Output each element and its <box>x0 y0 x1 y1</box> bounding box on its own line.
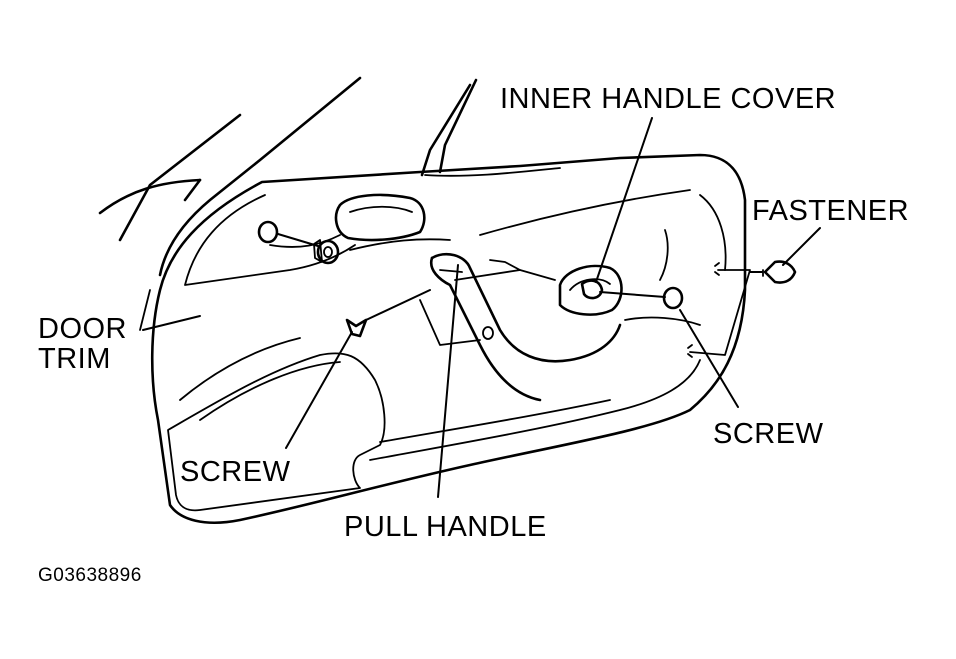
left-screw-shape <box>345 289 431 338</box>
label-inner-handle-cover: INNER HANDLE COVER <box>500 83 837 115</box>
label-screw-right: SCREW <box>713 418 824 450</box>
body-frame-lines <box>98 76 478 331</box>
label-screw-left: SCREW <box>180 456 291 488</box>
left-fastener <box>257 220 340 265</box>
door-trim-panel <box>150 153 747 524</box>
figure-code: G03638896 <box>38 565 142 586</box>
label-door-trim-line2: TRIM <box>38 343 111 375</box>
upper-recess <box>269 193 426 248</box>
fastener-bracket <box>687 260 797 358</box>
inner-handle-cover-shape <box>558 264 701 326</box>
label-pull-handle: PULL HANDLE <box>344 511 547 543</box>
label-fastener: FASTENER <box>752 195 910 227</box>
label-door-trim-line1: DOOR <box>38 313 127 345</box>
pull-handle-shape <box>419 252 622 402</box>
leader-lines <box>142 117 821 498</box>
